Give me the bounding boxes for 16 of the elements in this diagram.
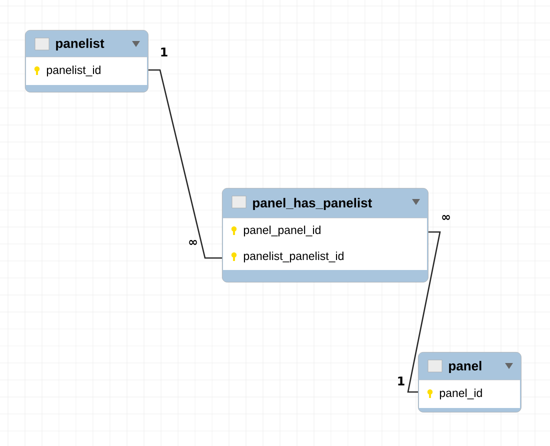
table-box (25, 30, 148, 92)
table-name: panelist (56, 38, 104, 51)
cardinality-label: 1 (161, 48, 168, 56)
column-name: panel_panel_id (244, 226, 320, 236)
cardinality-label: 1 (398, 376, 404, 386)
table-box (418, 352, 522, 412)
column-name: panelist_id (46, 66, 100, 76)
relationship-line (148, 69, 222, 259)
column-name: panelist_panelist_id (244, 252, 344, 262)
table-name: panel_has_panelist (253, 198, 372, 210)
table-name: panel (449, 360, 482, 374)
cardinality-label: ∞ (442, 214, 450, 220)
column-name: panel_id (440, 388, 482, 400)
cardinality-label: ∞ (189, 240, 197, 245)
table-box (222, 188, 428, 282)
relationship-line (407, 231, 441, 393)
